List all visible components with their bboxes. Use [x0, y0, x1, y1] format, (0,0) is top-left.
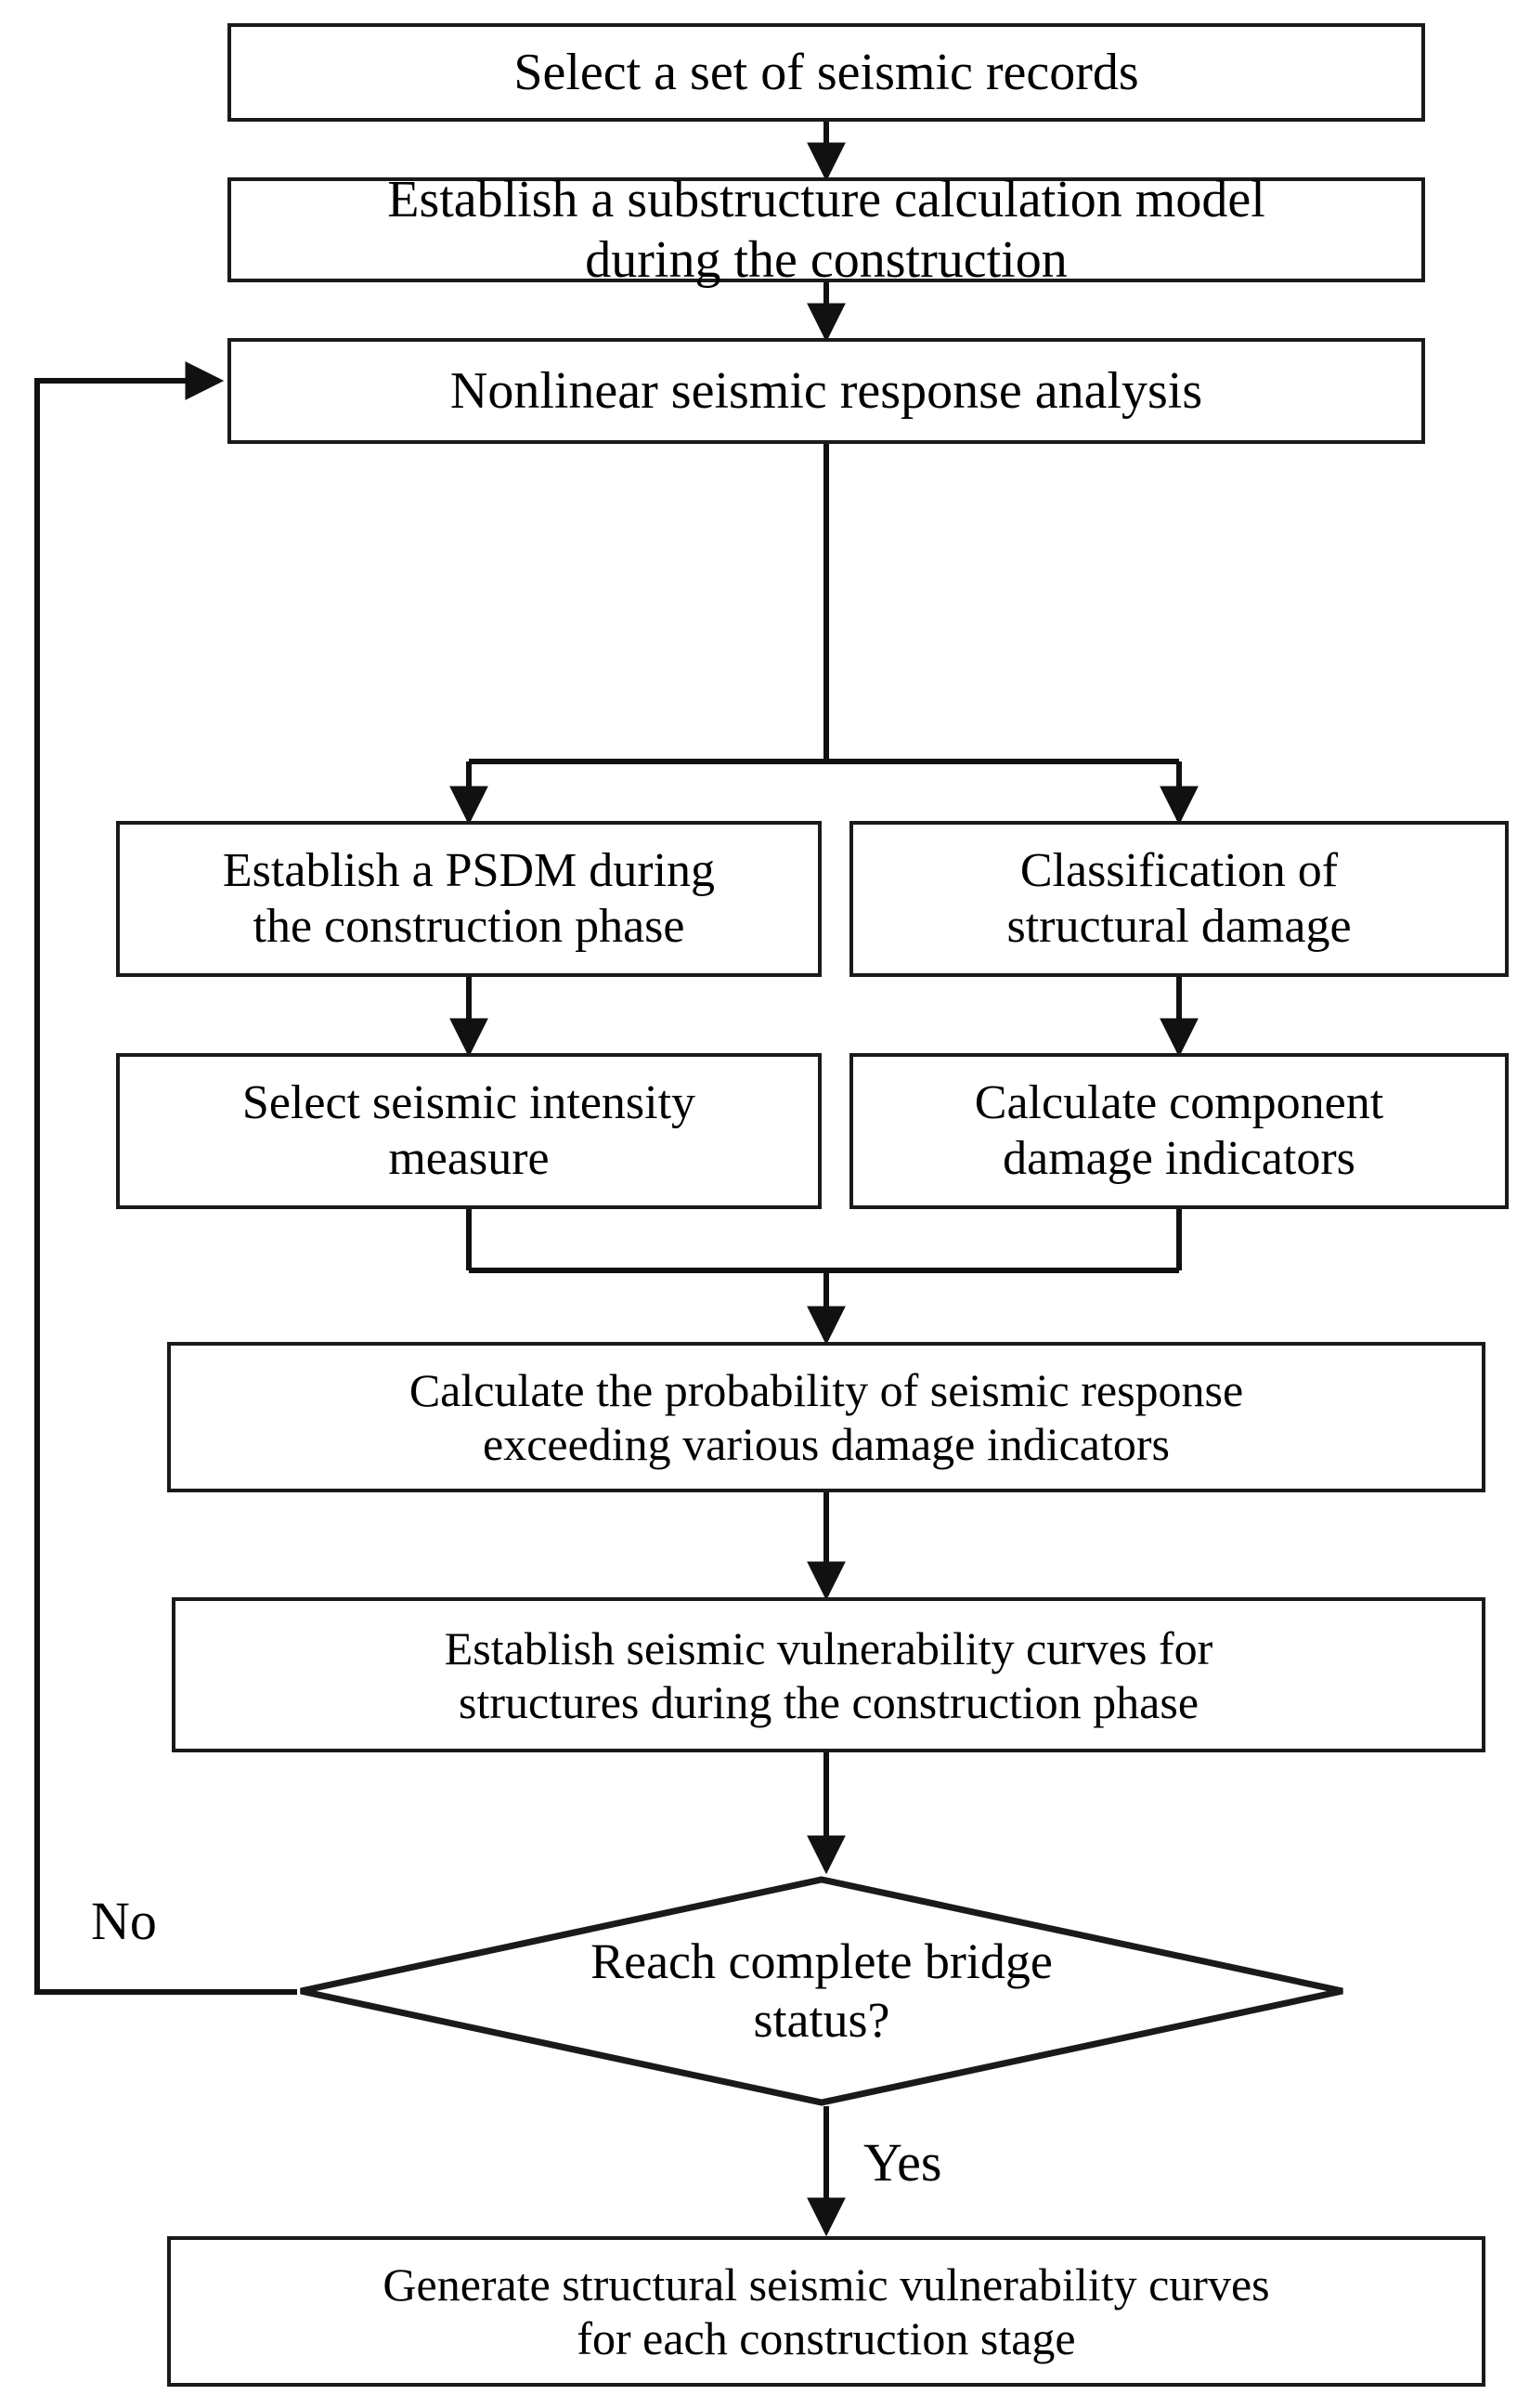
node-label: Classification of structural damage: [1006, 843, 1352, 953]
node-label: Establish a substructure calculation mod…: [387, 170, 1265, 289]
node-label: Select a set of seismic records: [513, 43, 1139, 101]
diamond-shape: [300, 1876, 1343, 2106]
node-select-seismic-intensity-measure[interactable]: Select seismic intensity measure: [116, 1053, 822, 1209]
node-calculate-component-damage-indicators[interactable]: Calculate component damage indicators: [849, 1053, 1509, 1209]
node-label: Generate structural seismic vulnerabilit…: [382, 2258, 1270, 2364]
node-select-seismic-records[interactable]: Select a set of seismic records: [227, 23, 1425, 122]
node-label: Calculate component damage indicators: [974, 1075, 1384, 1185]
node-nonlinear-seismic-response-analysis[interactable]: Nonlinear seismic response analysis: [227, 338, 1425, 444]
node-label: Reach complete bridge status?: [590, 1933, 1053, 2048]
node-label: Select seismic intensity measure: [241, 1075, 696, 1185]
node-label: Establish seismic vulnerability curves f…: [444, 1621, 1213, 1728]
node-label: Nonlinear seismic response analysis: [449, 361, 1203, 420]
node-establish-psdm[interactable]: Establish a PSDM during the construction…: [116, 821, 822, 977]
node-reach-complete-bridge-status[interactable]: Reach complete bridge status?: [297, 1876, 1346, 2106]
node-establish-vulnerability-curves[interactable]: Establish seismic vulnerability curves f…: [172, 1597, 1485, 1752]
edge-label-yes: Yes: [863, 2132, 942, 2193]
node-generate-vulnerability-curves-per-stage[interactable]: Generate structural seismic vulnerabilit…: [167, 2236, 1485, 2387]
node-establish-substructure-model[interactable]: Establish a substructure calculation mod…: [227, 171, 1425, 289]
node-calculate-exceedance-probability[interactable]: Calculate the probability of seismic res…: [167, 1342, 1485, 1492]
edge-label-no: No: [91, 1891, 157, 1951]
node-label: Establish a PSDM during the construction…: [222, 843, 716, 953]
node-label: Calculate the probability of seismic res…: [408, 1364, 1244, 1470]
node-classification-structural-damage[interactable]: Classification of structural damage: [849, 821, 1509, 977]
